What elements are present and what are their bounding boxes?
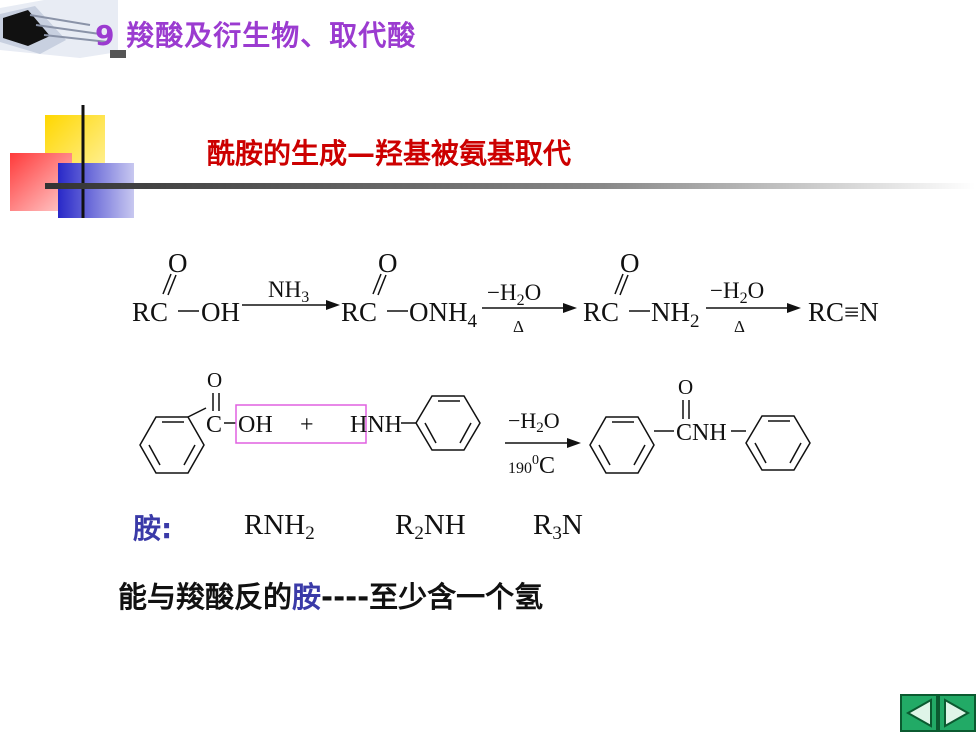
heat-symbol-1: Δ <box>513 317 524 336</box>
title-decoration <box>10 105 134 218</box>
corner-paper-icon <box>0 0 130 60</box>
amine-label: 胺: <box>133 512 173 545</box>
nitrile: RC≡N <box>808 297 879 327</box>
primary-amine: RNH2 <box>244 509 315 544</box>
amide-nh2: NH2 <box>651 297 700 332</box>
reaction-scheme: RC O OH NH3 RC O ONH4 −H2O Δ RC O <box>132 248 879 479</box>
carbonyl-o-2: O <box>207 368 222 392</box>
plus-sign: + <box>300 412 314 438</box>
carbonyl-o: O <box>168 248 188 278</box>
amide-carbonyl-o: O <box>620 248 640 278</box>
next-slide-button[interactable] <box>938 694 976 732</box>
reaction-row-1: RC O OH NH3 RC O ONH4 −H2O Δ RC O <box>132 248 879 336</box>
benzene-ring-icon <box>745 415 811 471</box>
tertiary-amine: R3N <box>533 509 583 544</box>
hnh-group: HNH <box>350 412 402 438</box>
chapter-title: 9 羧酸及衍生物、取代酸 <box>95 19 417 52</box>
condition-minus-h2o-1: −H2O <box>487 280 541 309</box>
condition-temperature: 1900C <box>508 453 555 479</box>
section-title: 酰胺的生成—羟基被氨基取代 <box>207 137 572 170</box>
triangle-left-icon <box>905 698 932 728</box>
salt-carbonyl-o: O <box>378 248 398 278</box>
oh-group: OH <box>238 412 273 438</box>
highlight-box <box>235 404 367 444</box>
triangle-right-icon <box>944 698 971 728</box>
salt-rc: RC <box>341 297 377 327</box>
product-cnh: CNH <box>676 420 727 446</box>
amine-requirement-statement: 能与羧酸反的胺----至少含一个氢 <box>118 580 544 614</box>
secondary-amine: R2NH <box>395 509 466 544</box>
reaction-row-2: C O OH + HNH −H2O 1900C <box>139 368 811 479</box>
benzene-ring-icon <box>415 395 481 451</box>
prev-slide-button[interactable] <box>900 694 938 732</box>
product-carbonyl-o: O <box>678 375 693 399</box>
slide-navigation <box>900 694 976 732</box>
condition-minus-h2o-3: −H2O <box>508 408 560 436</box>
condition-minus-h2o-2: −H2O <box>710 278 764 307</box>
acid-oh: OH <box>201 297 240 327</box>
acid-rc: RC <box>132 297 168 327</box>
salt-onh4: ONH4 <box>409 297 478 332</box>
title-underline <box>45 183 975 189</box>
benzene-ring-icon <box>589 416 655 474</box>
benzene-ring-icon <box>139 416 205 474</box>
reagent-nh3: NH3 <box>268 277 309 306</box>
amide-rc: RC <box>583 297 619 327</box>
heat-symbol-2: Δ <box>734 317 745 336</box>
carbonyl-c: C <box>206 412 222 438</box>
